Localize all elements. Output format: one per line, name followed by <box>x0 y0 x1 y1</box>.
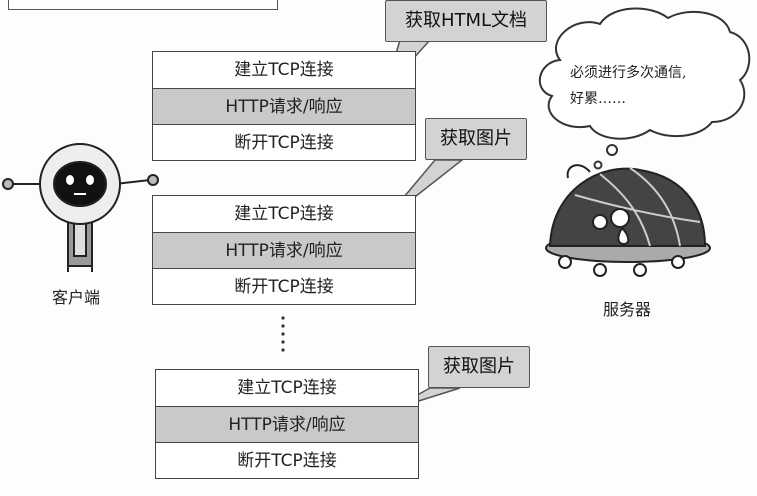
ellipsis-dots <box>281 316 285 352</box>
step-close-tcp: 断开TCP连接 <box>153 268 415 304</box>
client-robot-icon <box>2 143 159 272</box>
thought-cloud <box>538 7 751 140</box>
step-http-request-response: HTTP请求/响应 <box>153 232 415 268</box>
client-label: 客户端 <box>52 288 101 307</box>
server-thought-line-2: 好累…… <box>570 91 626 107</box>
step-close-tcp: 断开TCP连接 <box>156 442 418 478</box>
callout-get-image-2: 获取图片 <box>428 346 530 388</box>
step-establish-tcp: 建立TCP连接 <box>234 204 334 224</box>
step-establish-tcp: 建立TCP连接 <box>237 378 337 398</box>
callout-get-image-1: 获取图片 <box>425 118 527 160</box>
server-label: 服务器 <box>603 300 652 319</box>
server-thought-text: 必须进行多次通信, 好累…… <box>570 60 755 112</box>
step-establish-tcp: 建立TCP连接 <box>234 60 334 80</box>
connection-group-1: 建立TCP连接 HTTP请求/响应 断开TCP连接 <box>152 51 416 161</box>
step-close-tcp: 断开TCP连接 <box>153 124 415 160</box>
thought-bubble-2 <box>593 160 603 170</box>
connection-group-3: 建立TCP连接 HTTP请求/响应 断开TCP连接 <box>155 369 419 479</box>
step-http-request-response: HTTP请求/响应 <box>153 88 415 124</box>
step-http-request-response: HTTP请求/响应 <box>156 406 418 442</box>
thought-bubble-1 <box>606 144 618 156</box>
connection-group-2: 建立TCP连接 HTTP请求/响应 断开TCP连接 <box>152 195 416 305</box>
callout-get-html: 获取HTML文档 <box>385 0 547 42</box>
previous-frame-fragment <box>8 0 278 10</box>
server-dome-icon <box>545 164 711 277</box>
server-thought-line-1: 必须进行多次通信, <box>570 65 687 81</box>
